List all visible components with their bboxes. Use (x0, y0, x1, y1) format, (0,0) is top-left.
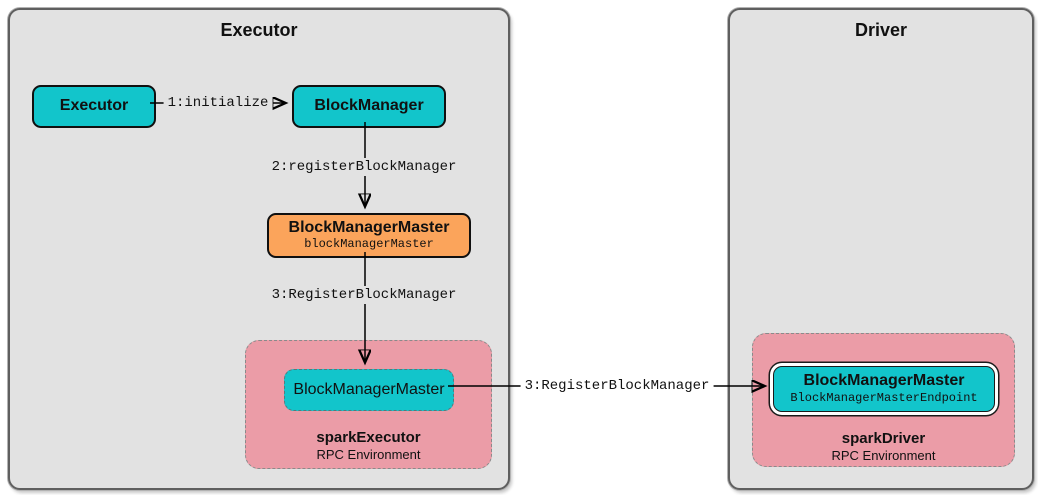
driver-container-title: Driver (854, 20, 908, 40)
block-manager-master-node: BlockManagerMaster blockManagerMaster (267, 213, 471, 258)
executor-node: Executor (32, 85, 156, 128)
edge-label-register-message: 3:RegisterBlockManager (267, 286, 461, 304)
edge-label-cross-register: 3:RegisterBlockManager (520, 377, 714, 395)
executor-container-title: Executor (220, 20, 298, 40)
block-manager-node: BlockManager (292, 85, 446, 128)
driver-endpoint-label: BlockManagerMaster (803, 372, 965, 390)
executor-node-label: Executor (59, 97, 129, 115)
spark-executor-rpc-env: BlockManagerMaster sparkExecutor RPC Env… (245, 340, 492, 469)
block-manager-master-node-label: BlockManagerMaster (288, 218, 450, 236)
edge-label-initialize: 1:initialize (163, 94, 273, 112)
executor-endpoint-label: BlockManagerMaster (293, 381, 445, 398)
spark-driver-env-name: sparkDriver (841, 430, 926, 447)
spark-driver-rpc-env: BlockManagerMaster BlockManagerMasterEnd… (752, 333, 1015, 467)
block-manager-master-node-sublabel: blockManagerMaster (304, 237, 434, 252)
executor-block-manager-master-endpoint: BlockManagerMaster (284, 369, 454, 411)
spark-executor-env-subtitle: RPC Environment (316, 447, 421, 462)
driver-endpoint-sublabel: BlockManagerMasterEndpoint (790, 390, 978, 405)
spark-driver-env-subtitle: RPC Environment (831, 448, 936, 463)
edge-label-register-block-manager: 2:registerBlockManager (267, 158, 461, 176)
driver-container: Driver BlockManagerMaster BlockManagerMa… (728, 8, 1034, 490)
executor-container: Executor Executor BlockManager BlockMana… (8, 8, 510, 490)
block-manager-node-label: BlockManager (314, 97, 424, 115)
spark-executor-env-name: sparkExecutor (316, 429, 421, 446)
driver-block-manager-master-endpoint: BlockManagerMaster BlockManagerMasterEnd… (773, 366, 995, 412)
